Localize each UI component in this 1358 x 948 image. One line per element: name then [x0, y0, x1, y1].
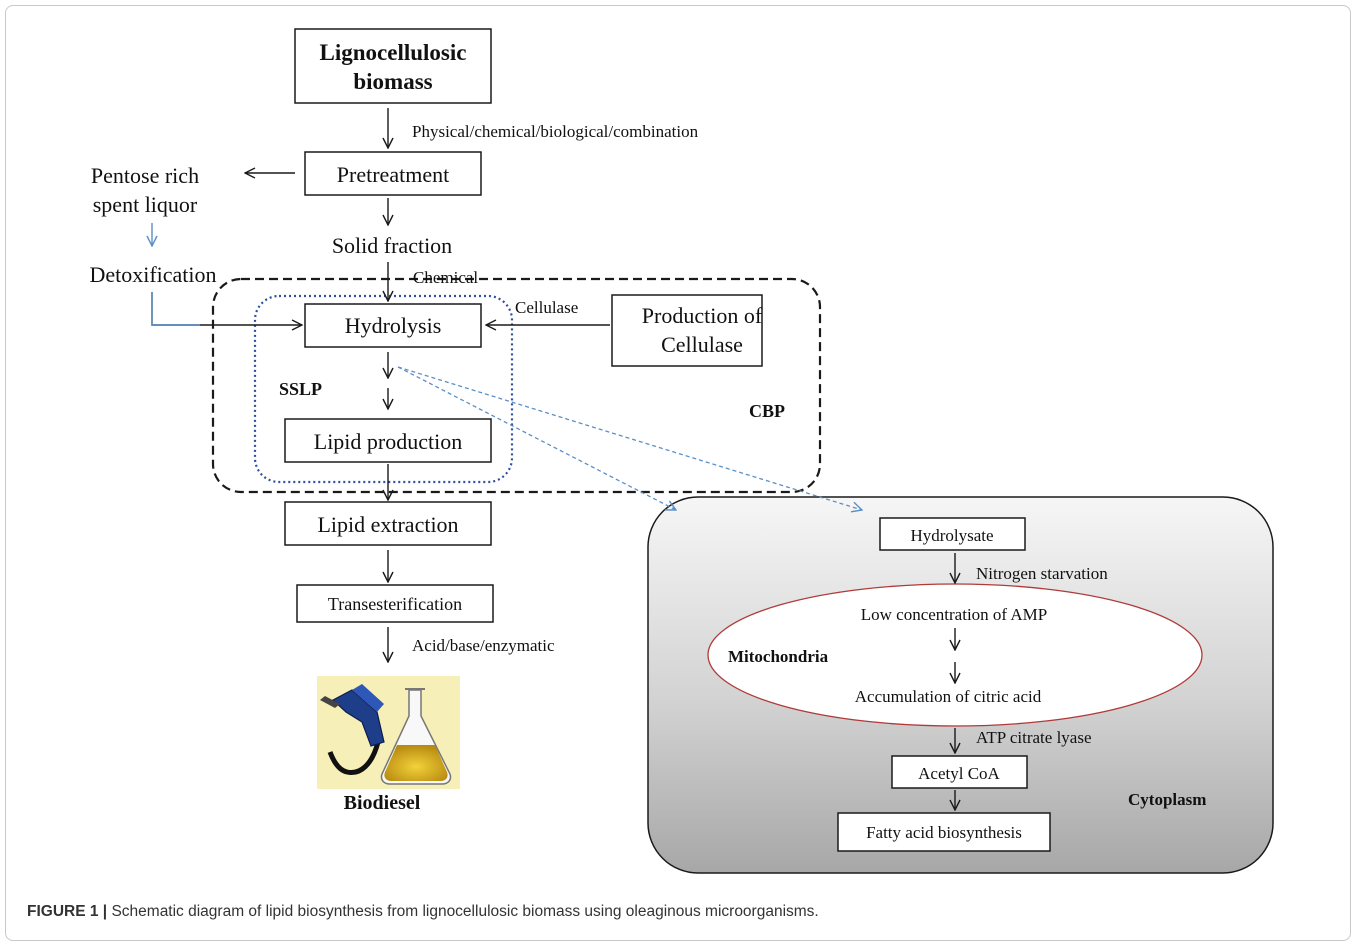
pentose-line1: Pentose rich [91, 163, 199, 188]
biomass-line1: Lignocellulosic [320, 40, 467, 65]
biodiesel-label: Biodiesel [344, 792, 421, 814]
mitochondria-ellipse [707, 583, 1203, 727]
solid-fraction-label: Solid fraction [332, 233, 452, 258]
fatty-acid-box [837, 812, 1051, 852]
pretreatment-box [304, 151, 482, 196]
citric-acid-label: Accumulation of citric acid [855, 687, 1042, 706]
cbp-region [211, 277, 822, 494]
figure-label: FIGURE 1 | [27, 903, 108, 920]
mitochondria-label: Mitochondria [728, 647, 829, 666]
production-line1: Production of [642, 303, 763, 328]
transester-methods-label: Acid/base/enzymatic [412, 636, 555, 655]
chemical-label: Chemical [413, 268, 478, 287]
transesterification-label: Transesterification [328, 594, 462, 614]
biomass-line2: biomass [353, 69, 432, 94]
biodiesel-illustration [317, 676, 460, 789]
cytoplasm-label: Cytoplasm [1128, 790, 1206, 809]
fatty-acid-label: Fatty acid biosynthesis [866, 823, 1022, 842]
production-cellulase-box [611, 294, 763, 367]
caption-text: Schematic diagram of lipid biosynthesis … [107, 903, 819, 920]
lipid-production-box [284, 418, 492, 463]
lipid-extraction-label: Lipid extraction [317, 512, 458, 537]
low-amp-label: Low concentration of AMP [861, 605, 1048, 624]
lipid-production-label: Lipid production [314, 429, 462, 454]
pretreatment-label: Pretreatment [337, 162, 449, 187]
pretreat-methods-label: Physical/chemical/biological/combination [412, 122, 699, 141]
figure-frame [5, 5, 1351, 941]
detox-label: Detoxification [89, 262, 216, 287]
zoom-arrow-1 [397, 366, 676, 510]
cbp-label: CBP [749, 401, 785, 421]
nitrogen-label: Nitrogen starvation [976, 564, 1108, 583]
figure-caption: FIGURE 1 | Schematic diagram of lipid bi… [27, 903, 1327, 921]
lipid-extraction-box [284, 501, 492, 546]
hydrolysate-label: Hydrolysate [910, 526, 993, 545]
biomass-box [294, 28, 492, 104]
atp-lyase-label: ATP citrate lyase [976, 728, 1092, 747]
pentose-line2: spent liquor [93, 192, 198, 217]
transesterification-box [296, 584, 494, 623]
production-line2: Cellulase [661, 332, 743, 357]
cellulase-label: Cellulase [515, 298, 578, 317]
detox-line-blue [151, 292, 200, 326]
hydrolysate-box [879, 517, 1026, 551]
sslp-label: SSLP [279, 379, 322, 399]
acetyl-coa-label: Acetyl CoA [918, 764, 1000, 783]
hydrolysis-label: Hydrolysis [345, 313, 442, 338]
zoom-arrow-2 [397, 366, 862, 510]
sslp-region [253, 294, 514, 484]
acetyl-coa-box [891, 755, 1028, 789]
hydrolysis-box [304, 303, 482, 348]
